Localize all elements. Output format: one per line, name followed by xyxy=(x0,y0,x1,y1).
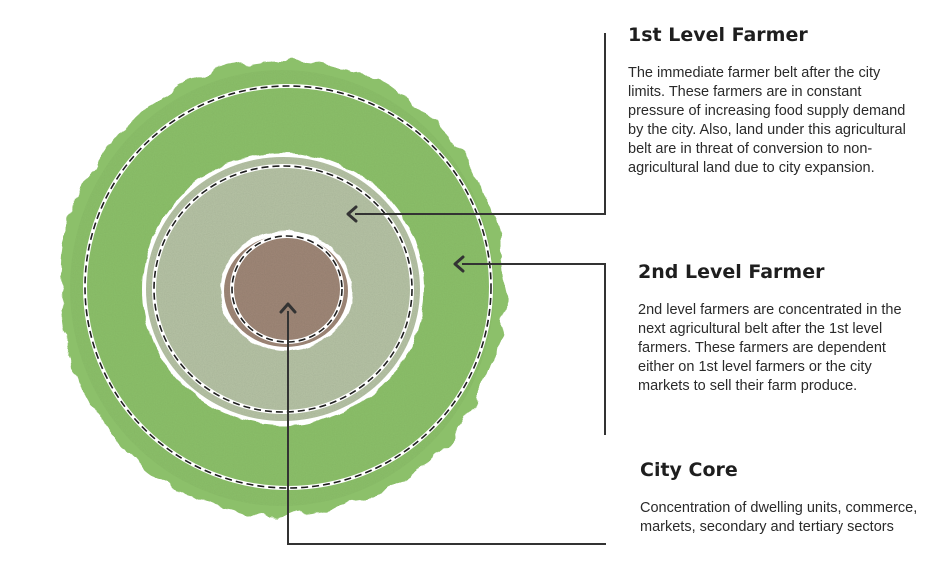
leader-city-core xyxy=(279,302,606,545)
label-desc-city-core: Concentration of dwelling units, commerc… xyxy=(640,500,918,535)
label-city-core: City Core Concentration of dwelling unit… xyxy=(640,459,925,537)
label-title-city-core: City Core xyxy=(640,459,738,481)
city-core-fill xyxy=(224,235,348,347)
label-title-2nd-level: 2nd Level Farmer xyxy=(638,261,825,283)
leader-city-core-line xyxy=(287,311,606,545)
middle-dashed-boundary-dashes xyxy=(153,165,413,413)
leader-2nd-level xyxy=(453,255,606,435)
chevron-up-icon xyxy=(279,302,297,314)
outer-dashed-boundary-dashes xyxy=(84,85,492,489)
label-1st-level-farmer: 1st Level Farmer The immediate farmer be… xyxy=(628,24,918,178)
leader-2nd-level-line xyxy=(462,263,606,435)
leader-1st-level xyxy=(346,33,606,223)
city-core-circle xyxy=(220,231,352,351)
label-title-1st-level: 1st Level Farmer xyxy=(628,24,808,46)
chevron-left-icon xyxy=(346,205,358,223)
label-desc-2nd-level: 2nd level farmers are concentrated in th… xyxy=(638,302,902,394)
core-dashed-boundary-dashes xyxy=(231,235,343,343)
label-2nd-level-farmer: 2nd Level Farmer 2nd level farmers are c… xyxy=(638,261,923,396)
label-desc-1st-level: The immediate farmer belt after the city… xyxy=(628,65,906,176)
leader-1st-level-line xyxy=(355,33,606,215)
chevron-left-icon xyxy=(453,255,465,273)
